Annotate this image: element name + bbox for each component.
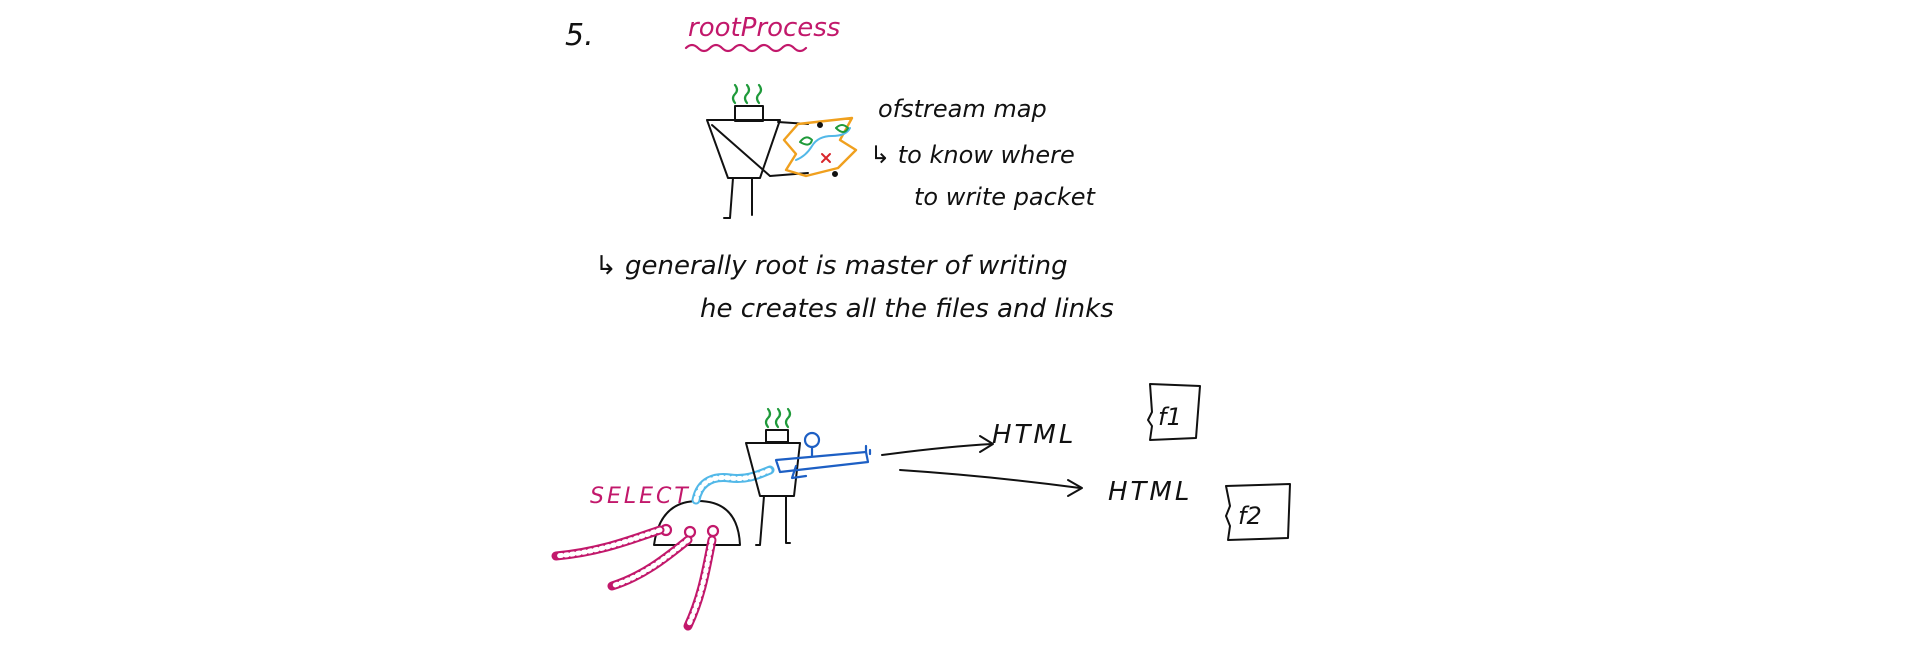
robot-body <box>706 119 781 179</box>
octopus-eye-2 <box>683 525 697 539</box>
section-number: 5. <box>565 18 594 53</box>
robot-with-blaster <box>745 407 801 546</box>
octopus-tentacle-1-stripes <box>553 527 663 559</box>
select-label: SELECT <box>590 484 691 509</box>
blaster-muzzle <box>864 444 872 456</box>
file-f2-outline <box>1225 483 1291 541</box>
map-river <box>795 127 851 161</box>
robot-steam-icon <box>731 83 763 105</box>
map-note-line-2: ↳ to know where <box>870 141 1075 169</box>
blaster-grip <box>790 464 808 480</box>
blaster-body <box>774 450 870 474</box>
octopus-tentacle-3-stripes <box>685 537 715 629</box>
arrow-to-html-1-head <box>979 435 994 453</box>
select-octopus <box>551 465 775 631</box>
map-pin-left <box>817 122 823 128</box>
robot2-body <box>745 442 801 497</box>
blaster-scope <box>803 431 821 449</box>
arrow-to-html-2-head <box>1067 479 1083 497</box>
map-x-mark <box>821 153 831 163</box>
robot-head <box>734 105 764 122</box>
robot-legs <box>723 177 753 219</box>
file-f1-outline <box>1147 383 1201 441</box>
title-underline-wave <box>684 43 808 53</box>
root-note-line-2: he creates all the files and links <box>700 294 1114 324</box>
file-f1-icon: f1 <box>1147 383 1201 441</box>
octopus-tentacle-2-stripes <box>609 537 691 589</box>
octopus-eye-3 <box>706 524 720 538</box>
robot2-legs <box>755 495 791 546</box>
file-f2-icon: f2 <box>1225 483 1291 541</box>
map-note-line-3: to write packet <box>914 183 1096 211</box>
arrow-to-html-2 <box>899 469 1081 489</box>
root-note-line-1: ↳ generally root is master of writing <box>595 251 1068 281</box>
treasure-map-icon <box>782 116 858 178</box>
robot2-steam-icon <box>764 407 792 429</box>
blaster-icon <box>774 431 872 480</box>
output-label-html-2: HTML <box>1108 477 1192 507</box>
map-pin-right <box>832 171 838 177</box>
output-arrows <box>881 435 1083 497</box>
output-label-html-1: HTML <box>992 420 1076 450</box>
map-note-line-1: ofstream map <box>878 95 1047 123</box>
map-island-1 <box>799 136 813 146</box>
section-title: rootProcess <box>688 13 840 43</box>
arrow-to-html-1 <box>881 443 993 456</box>
map-island-2 <box>835 124 849 133</box>
map-outline <box>782 116 858 178</box>
file-f1-label: f1 <box>1158 403 1182 431</box>
octopus-tube-to-robot-stripes <box>693 467 773 503</box>
file-f2-label: f2 <box>1238 502 1262 530</box>
robot2-head <box>765 429 789 443</box>
